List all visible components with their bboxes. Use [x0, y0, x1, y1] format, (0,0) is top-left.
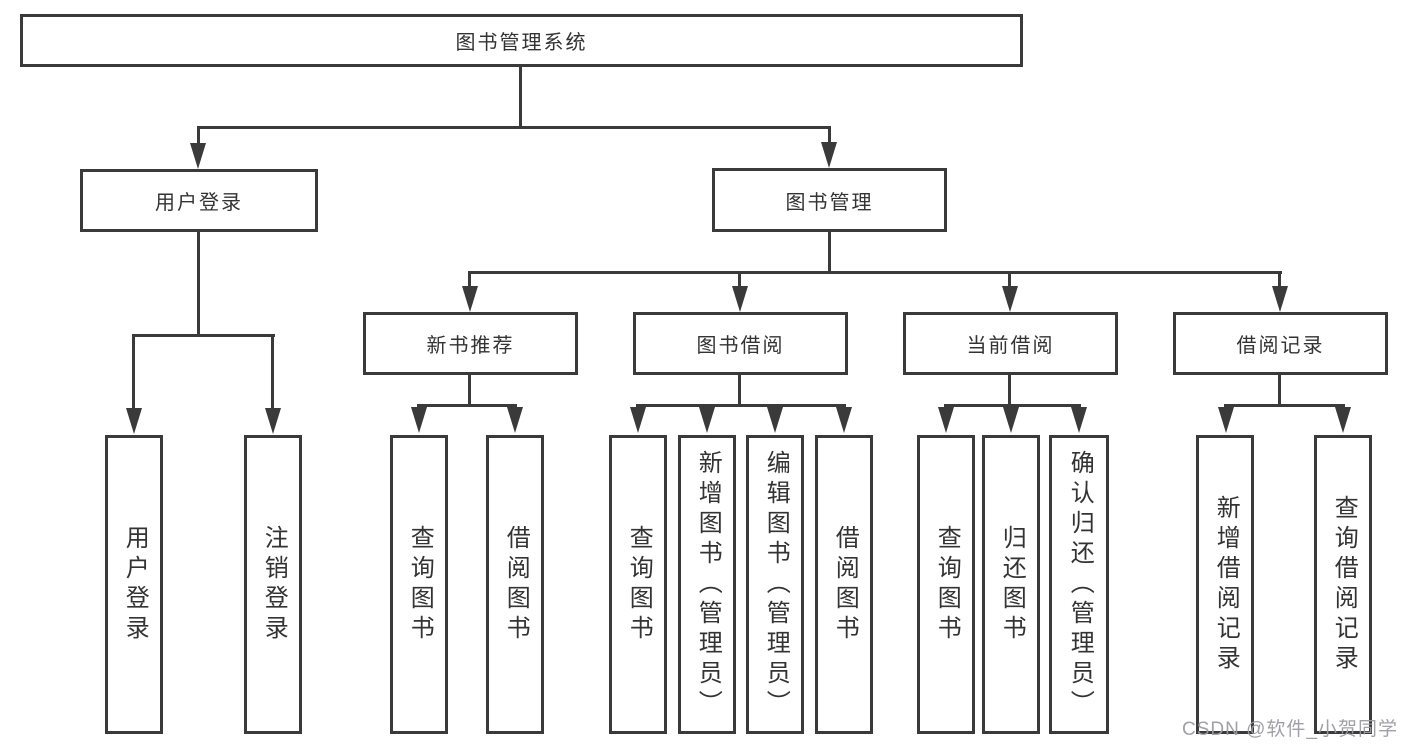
arrowhead-icon [265, 408, 281, 434]
arrowhead-icon [630, 407, 646, 433]
connector-line [828, 230, 831, 274]
leaf-label: 查询图书 [933, 524, 961, 645]
node-current-borrow: 当前借阅 [903, 312, 1118, 375]
arrowhead-icon [1218, 407, 1234, 433]
leaf-query-borrow-record: 查询借阅记录 [1314, 435, 1372, 734]
arrowhead-icon [411, 407, 427, 433]
leaf-return-books: 归还图书 [982, 435, 1040, 734]
connector-line [197, 126, 200, 148]
leaf-label: 新增图书（管理员） [694, 449, 722, 720]
connector-line [738, 271, 741, 287]
leaf-label: 查询借阅记录 [1330, 494, 1358, 675]
leaf-label: 注销登录 [260, 524, 288, 645]
watermark: CSDN @软件_小贺同学 [1182, 719, 1398, 740]
connector-line [197, 230, 200, 337]
connector-line [468, 373, 471, 406]
leaf-query-books-current: 查询图书 [917, 435, 975, 734]
leaf-edit-book-admin: 编辑图书（管理员） [746, 435, 804, 734]
connector-line [1278, 373, 1281, 406]
arrowhead-icon [938, 407, 954, 433]
leaf-user-login: 用户登录 [105, 435, 163, 734]
arrowhead-icon [462, 286, 478, 312]
connector-line [1224, 404, 1345, 407]
node-book-management: 图书管理 [712, 168, 947, 232]
connector-line [1278, 271, 1281, 287]
leaf-label: 查询图书 [625, 524, 653, 645]
leaf-query-books-borrow: 查询图书 [609, 435, 667, 734]
connector-line [417, 404, 517, 407]
connector-line [132, 334, 135, 410]
leaf-logout: 注销登录 [244, 435, 302, 734]
leaf-add-borrow-record: 新增借阅记录 [1196, 435, 1254, 734]
connector-line [132, 334, 275, 337]
leaf-borrow-books: 借阅图书 [815, 435, 873, 734]
connector-line [197, 126, 831, 129]
connector-line [738, 373, 741, 406]
node-borrow-records: 借阅记录 [1173, 312, 1388, 375]
connector-line [828, 126, 831, 148]
arrowhead-icon [1272, 286, 1288, 312]
arrowhead-icon [507, 407, 523, 433]
arrowhead-icon [1335, 407, 1351, 433]
arrowhead-icon [732, 286, 748, 312]
connector-line [271, 334, 274, 410]
connector-line [636, 404, 846, 407]
leaf-label: 借阅图书 [831, 524, 859, 645]
arrowhead-icon [821, 142, 837, 168]
leaf-label: 新增借阅记录 [1212, 494, 1240, 675]
arrowhead-icon [1003, 407, 1019, 433]
leaf-label: 归还图书 [998, 524, 1026, 645]
arrowhead-icon [767, 407, 783, 433]
connector-line [519, 65, 522, 128]
leaf-label: 编辑图书（管理员） [762, 449, 790, 720]
leaf-label: 用户登录 [121, 524, 149, 645]
connector-line [468, 271, 1282, 274]
arrowhead-icon [1002, 286, 1018, 312]
leaf-add-book-admin: 新增图书（管理员） [678, 435, 736, 734]
arrowhead-icon [190, 143, 206, 169]
leaf-borrow-books-recommend: 借阅图书 [486, 435, 544, 734]
arrowhead-icon [126, 408, 142, 434]
leaf-label: 借阅图书 [502, 524, 530, 645]
arrowhead-icon [1071, 407, 1087, 433]
arrowhead-icon [699, 407, 715, 433]
node-book-borrow: 图书借阅 [633, 312, 848, 375]
connector-line [944, 404, 1081, 407]
connector-line [1008, 373, 1011, 406]
node-library-system: 图书管理系统 [20, 14, 1023, 67]
connector-line [468, 271, 471, 287]
leaf-label: 确认归还（管理员） [1066, 449, 1094, 720]
arrowhead-icon [836, 407, 852, 433]
connector-line [1008, 271, 1011, 287]
leaf-query-books-recommend: 查询图书 [390, 435, 448, 734]
leaf-label: 查询图书 [406, 524, 434, 645]
node-user-login: 用户登录 [80, 169, 318, 232]
leaf-confirm-return-admin: 确认归还（管理员） [1049, 435, 1109, 734]
node-new-book-recommend: 新书推荐 [363, 312, 578, 375]
